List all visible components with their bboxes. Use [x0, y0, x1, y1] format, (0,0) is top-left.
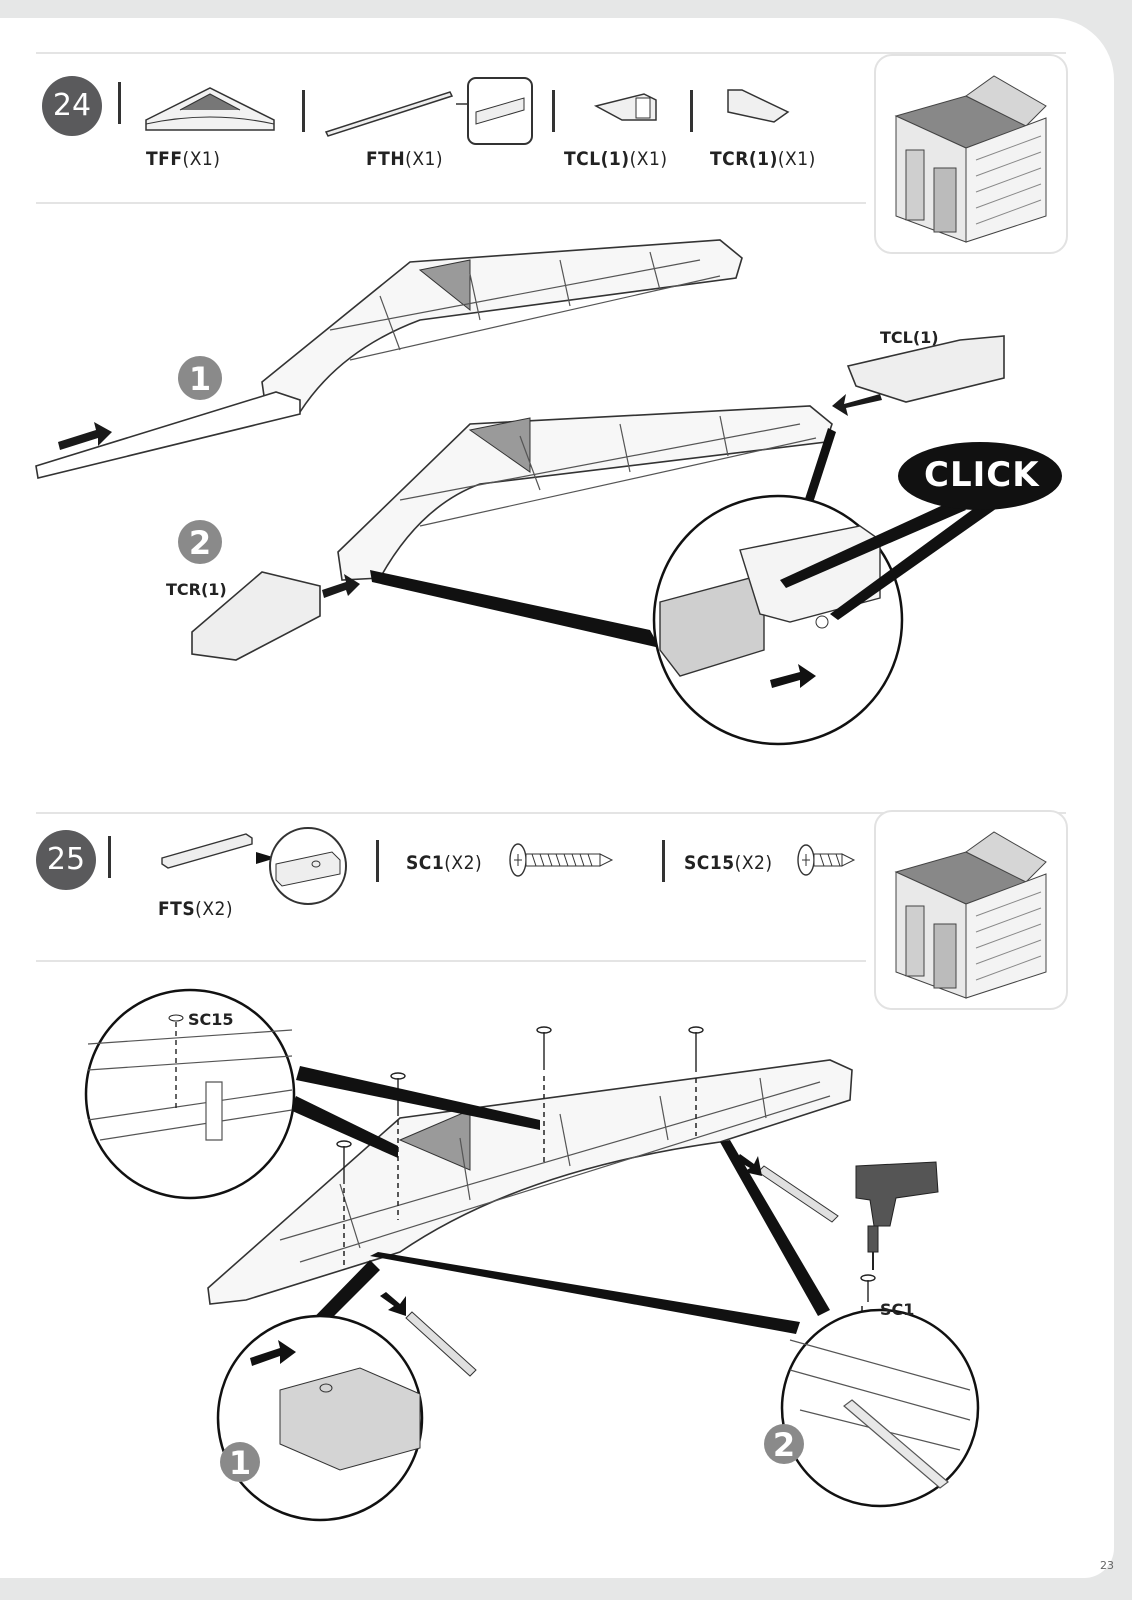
shed-progress-card	[874, 810, 1068, 1010]
part-label-sc15: SC15(X2)	[684, 852, 773, 874]
magnifier-circle-icon	[370, 1140, 980, 1508]
separator	[376, 840, 379, 882]
separator	[108, 836, 111, 878]
part-label-tcr: TCR(1)(X1)	[710, 148, 816, 170]
screw-icon	[797, 844, 856, 876]
tcl-part-icon	[593, 93, 657, 121]
screw-icon	[509, 843, 614, 877]
callout-tcr: TCR(1)	[166, 580, 227, 599]
part-label-fth: FTH(X1)	[366, 148, 444, 170]
truss-frame-upper	[261, 239, 743, 413]
substep-number: 2	[773, 1426, 795, 1464]
drill-icon	[855, 1161, 939, 1270]
substep-circle-1	[178, 356, 222, 400]
screw-icon	[336, 1026, 876, 1302]
step24-illustration: 1 2	[35, 239, 1062, 746]
substep-number: 1	[189, 360, 211, 398]
part-label-sc1: SC1(X2)	[406, 852, 483, 874]
fth-part-icon	[324, 77, 533, 145]
fts-piece	[405, 1311, 477, 1377]
click-pointer	[830, 504, 1000, 620]
zoom-wedge	[370, 570, 660, 648]
tff-part-icon	[145, 87, 275, 131]
tcr-part-icon	[727, 89, 790, 123]
callout-tcl: TCL(1)	[880, 328, 939, 347]
callout-sc1: SC1	[880, 1300, 915, 1319]
step25-illustration: 1 2	[84, 988, 980, 1522]
separator	[118, 82, 121, 124]
part-label-tff: TFF(X1)	[146, 148, 221, 170]
magnifier-circle-icon	[216, 1260, 424, 1522]
header-rule-top	[36, 52, 1066, 54]
click-pointer	[780, 500, 966, 588]
click-bubble	[898, 442, 1062, 510]
substep-circle-2	[178, 520, 222, 564]
arrow-icon	[322, 574, 360, 598]
callout-sc15: SC15	[188, 1010, 234, 1029]
arrow-icon	[380, 1292, 406, 1316]
screw-drop-lines	[343, 1076, 863, 1410]
arrow-icon	[58, 422, 112, 450]
separator	[552, 90, 555, 132]
substep-number: 1	[229, 1444, 251, 1482]
part-label-fts: FTS(X2)	[158, 898, 234, 920]
part-label-tcl: TCL(1)(X1)	[564, 148, 668, 170]
tcr-part	[191, 571, 321, 661]
separator	[302, 90, 305, 132]
fts-part-icon	[161, 827, 347, 905]
zoom-wedge	[804, 428, 836, 506]
step-number-24: 24	[42, 76, 102, 136]
fth-rail	[35, 391, 301, 479]
truss-frame	[207, 1059, 853, 1305]
header-rule-top	[36, 812, 1066, 814]
arrow-icon	[736, 1154, 762, 1176]
shed-progress-card	[874, 54, 1068, 254]
magnifier-circle-icon	[652, 494, 904, 746]
tcl-part	[846, 335, 1005, 403]
click-label: CLICK	[924, 455, 1040, 495]
shed-progress-icon	[894, 75, 1047, 243]
header-rule-bottom	[36, 960, 866, 962]
shed-progress-icon	[894, 831, 1047, 999]
header-rule-bottom	[36, 202, 866, 204]
page-number: 23	[1100, 1559, 1114, 1572]
substep-number: 2	[189, 524, 211, 562]
magnifier-circle-icon	[84, 988, 540, 1200]
step-number-25: 25	[36, 830, 96, 890]
arrow-icon	[832, 394, 882, 416]
separator	[662, 840, 665, 882]
separator	[690, 90, 693, 132]
